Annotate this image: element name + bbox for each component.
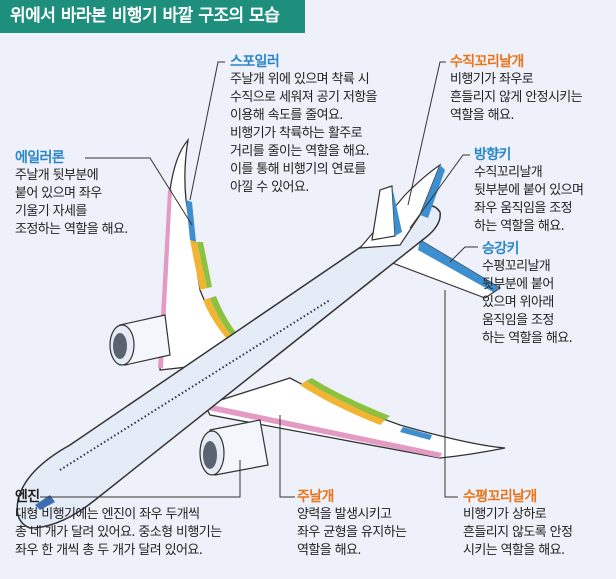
spoiler-heading: 스포일러 — [230, 54, 280, 70]
rudder — [420, 165, 445, 218]
vertical-tail — [358, 163, 445, 249]
horizontal-tail-text: 흔들리지 않도록 안정 — [463, 525, 573, 540]
aileron-text: 조정하는 역할을 해요. — [15, 222, 128, 237]
diagram-title: 위에서 바라본 비행기 바깥 구조의 모습 — [0, 0, 305, 33]
rudder-text: 뒷부분에 붙어 있으며 — [474, 183, 584, 198]
main-wing-text: 양력을 발생시키고 — [297, 507, 392, 522]
rudder-text: 수직꼬리날개 — [474, 165, 543, 180]
main-wing-text: 좌우 균형을 유지하는 — [297, 525, 407, 540]
rudder-text: 하는 역할을 해요. — [474, 219, 565, 234]
spoiler-text: 이용해 속도를 줄여요. — [230, 108, 343, 123]
rudder-text: 좌우 움직임을 조정 — [474, 201, 573, 216]
engine-heading: 엔진 — [15, 489, 40, 505]
vertical-tail-text: 역할을 해요. — [450, 108, 514, 123]
cockpit-window — [35, 495, 55, 510]
leader-lines — [40, 61, 478, 498]
aileron-text: 기울기 자세를 — [15, 204, 87, 219]
horizontal-tail-text: 시키는 역할을 해요. — [463, 543, 565, 558]
label-rudder: 방향키 수직꼬리날개 뒷부분에 붙어 있으며 좌우 움직임을 조정 하는 역할을… — [474, 146, 584, 236]
elevator-text: 하는 역할을 해요. — [482, 331, 573, 346]
vertical-tail-heading: 수직꼬리날개 — [450, 54, 524, 70]
spoiler-text: 이를 통해 비행기의 연료를 — [230, 162, 366, 177]
elevator-text: 뒷부분에 붙어 — [482, 277, 554, 292]
aileron-text: 붙어 있으며 좌우 — [15, 186, 102, 201]
engine-text: 좌우 한 개씩 총 두 개가 달려 있어요. — [15, 543, 203, 558]
spoiler-text: 비행기가 착륙하는 활주로 — [230, 126, 363, 141]
elevator-heading: 승강키 — [482, 241, 519, 257]
aileron-heading: 에일러론 — [15, 150, 65, 166]
fuselage — [16, 204, 441, 529]
aileron-upper — [186, 200, 196, 242]
elevator-text: 움직임을 조정 — [482, 313, 554, 328]
spoiler-text: 주날개 위에 있으며 착륙 시 — [230, 72, 370, 87]
vertical-tail-text: 흔들리지 않게 안정시키는 — [450, 90, 583, 105]
horizontal-tail-text: 비행기가 상하로 — [463, 507, 547, 522]
engine-text: 총 네 개가 달려 있어요. 중소형 비행기는 — [15, 525, 222, 540]
aileron-text: 주날개 뒷부분에 — [15, 168, 99, 183]
engine-upper — [109, 314, 171, 366]
label-main-wing: 주날개 양력을 발생시키고 좌우 균형을 유지하는 역할을 해요. — [297, 488, 407, 560]
elevator-text: 있으며 위아래 — [482, 295, 554, 310]
label-aileron: 에일러론 주날개 뒷부분에 붙어 있으며 좌우 기울기 자세를 조정하는 역할을… — [15, 149, 128, 239]
main-wing-heading: 주날개 — [297, 489, 334, 505]
rudder-heading: 방향키 — [474, 147, 511, 163]
label-horizontal-tail: 수평꼬리날개 비행기가 상하로 흔들리지 않도록 안정 시키는 역할을 해요. — [463, 488, 573, 560]
label-spoiler: 스포일러 주날개 위에 있으며 착륙 시 수직으로 세워져 공기 저항을 이용해… — [230, 53, 378, 197]
elevator-text: 수평꼬리날개 — [482, 259, 551, 274]
horizontal-tail-heading: 수평꼬리날개 — [463, 489, 537, 505]
aileron-lower — [400, 427, 432, 440]
spoiler-upper — [190, 240, 207, 290]
vertical-tail-text: 비행기가 좌우로 — [450, 72, 534, 87]
main-wing-text: 역할을 해요. — [297, 543, 361, 558]
spoiler-text: 수직으로 세워져 공기 저항을 — [230, 90, 378, 105]
label-elevator: 승강키 수평꼬리날개 뒷부분에 붙어 있으며 위아래 움직임을 조정 하는 역할… — [482, 240, 573, 348]
engine-text: 대형 비행기에는 엔진이 좌우 두개씩 — [15, 507, 200, 522]
leading-edge-lower — [208, 405, 442, 458]
engine-lower — [199, 419, 269, 476]
elevator — [418, 240, 500, 292]
lower-main-wing — [204, 377, 506, 459]
spoiler-text: 거리를 줄이는 역할을 해요. — [230, 144, 370, 159]
label-vertical-tail: 수직꼬리날개 비행기가 좌우로 흔들리지 않게 안정시키는 역할을 해요. — [450, 53, 583, 125]
spoiler-text: 아낄 수 있어요. — [230, 180, 309, 195]
label-engine: 엔진 대형 비행기에는 엔진이 좌우 두개씩 총 네 개가 달려 있어요. 중소… — [15, 488, 222, 560]
